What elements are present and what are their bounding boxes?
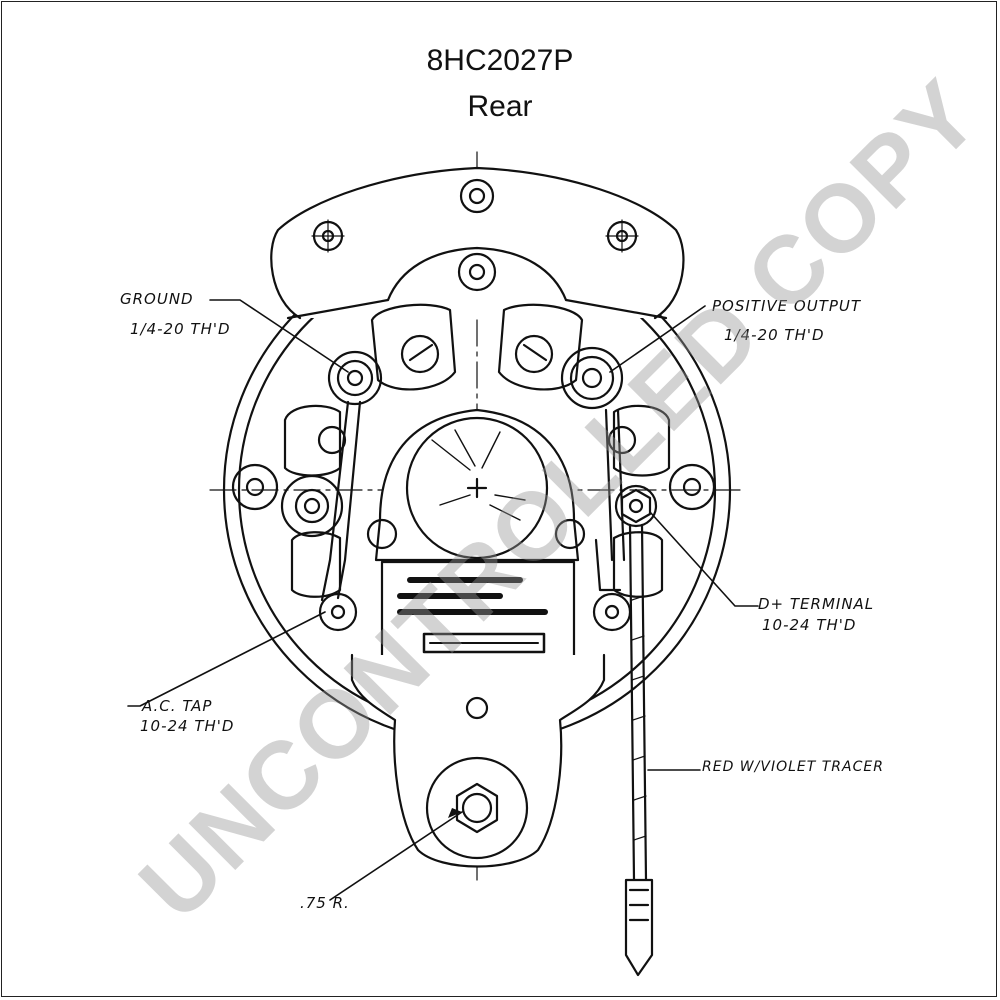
nameplate-bars [397,577,548,615]
d-terminal-label: D+ TERMINAL [758,595,875,613]
dial-center-cross [466,477,488,499]
drawing-title: 8HC2027P [426,44,574,77]
right-strap [604,408,626,562]
positive-output-label: POSITIVE OUTPUT [712,297,862,315]
right-lower-terminal [592,592,632,632]
ground-label: GROUND [120,290,194,308]
foot-boss [425,756,529,860]
radius-label: .75 R. [300,894,350,912]
ground-thread-label: 1/4-20 TH'D [130,320,231,338]
wire-label: RED W/VIOLET TRACER [702,759,884,775]
drawing-subtitle: Rear [467,90,533,123]
diode-studs [317,334,637,455]
central-web [386,246,568,302]
foot-nut [455,782,499,834]
regulator-dial [405,416,549,560]
ac-tap-label: A.C. TAP [142,697,213,715]
left-stud [280,474,344,538]
dial-markings [431,429,526,521]
leader-lines [127,299,759,901]
ground-terminal [327,350,383,406]
red-violet-wire [624,523,654,977]
lower-foot [350,653,606,868]
positive-thread-label: 1/4-20 TH'D [724,326,825,344]
left-strap [320,400,362,602]
d-thread-label: 10-24 TH'D [762,616,857,634]
foot-hole [465,696,489,720]
reg-screw-left [366,518,398,550]
positive-terminal [560,346,624,410]
top-mounting-lobe [270,166,685,320]
ac-thread-label: 10-24 TH'D [140,717,235,735]
reg-screw-right [554,518,586,550]
